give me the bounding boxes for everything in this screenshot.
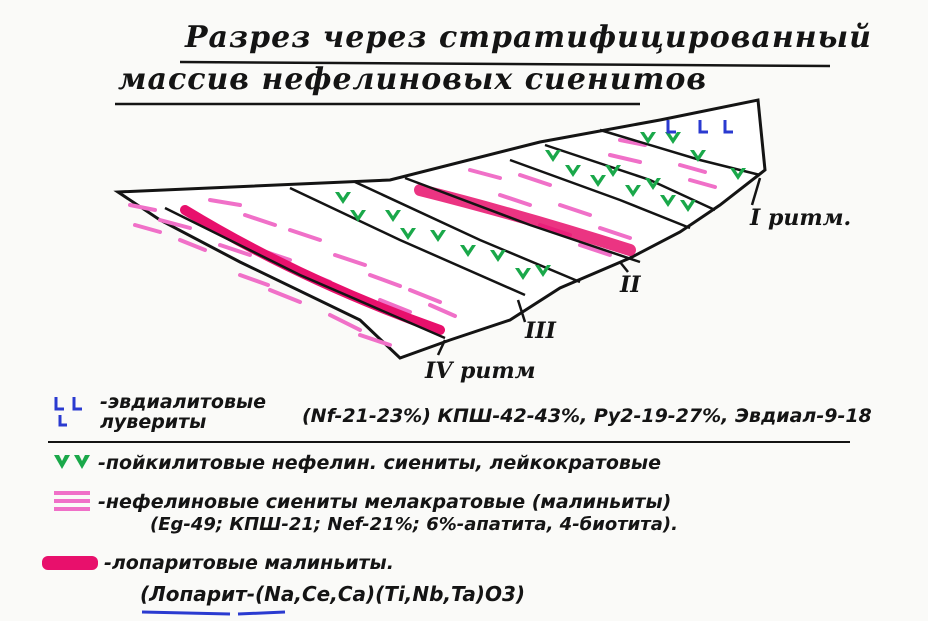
rhythm-label-2: II xyxy=(620,272,641,298)
rhythm-label-4: IV ритм xyxy=(425,358,536,384)
loparite-underline xyxy=(141,610,286,616)
legend-label-luvrite: -эвдиалитовые лувериты xyxy=(100,391,267,433)
magenta-band-lower xyxy=(180,205,445,335)
legend-label-loparite: -лопаритовые малиньиты. xyxy=(104,552,394,574)
rhythm-label-3: III xyxy=(525,318,556,344)
magenta-band-upper xyxy=(414,184,636,256)
legend-item-loparite: -лопаритовые малиньиты. xyxy=(40,550,394,576)
legend-item-luvrite: -эвдиалитовые лувериты xyxy=(52,392,300,432)
blue-l-zone xyxy=(666,120,733,134)
legend-label-poikilitic: -пойкилитовые нефелин. сиениты, лейкокра… xyxy=(98,452,661,474)
legend-separator xyxy=(48,441,850,443)
legend-item-malignite: -нефелиновые сиениты мелакратовые (малин… xyxy=(50,487,671,517)
diagram-title-line2: массив нефелиновых сиенитов xyxy=(118,62,708,97)
rhythm-label-1: I ритм. xyxy=(750,205,852,231)
layer-boundaries xyxy=(164,128,761,340)
pink-dash-zone xyxy=(128,138,717,347)
legend-label-malignite: -нефелиновые сиениты мелакратовые (малин… xyxy=(98,491,672,513)
pink-dash-symbol-icon xyxy=(54,491,90,511)
legend-item-poikilitic: -пойкилитовые нефелин. сиениты, лейкокра… xyxy=(50,451,661,475)
blue-l-symbol-icon xyxy=(54,397,82,427)
legend-detail-loparite: (Лопарит-(Na,Ce,Ca)(Ti,Nb,Ta)O3) xyxy=(140,582,526,606)
magenta-band-symbol-icon xyxy=(42,556,98,570)
title-underline-1 xyxy=(179,60,831,68)
rhythm-ticks xyxy=(436,177,762,356)
green-v-symbol-icon xyxy=(54,455,90,469)
legend-detail-malignite: (Eg-49; КПШ-21; Nef-21%; 6%-апатита, 4-б… xyxy=(150,514,678,535)
diagram-title-line1: Разрез через стратифицированный xyxy=(185,20,872,55)
green-v-zone xyxy=(335,132,746,280)
legend-detail-luvrite: (Nf-21-23%) КПШ-42-43%, Ру2-19-27%, Эвди… xyxy=(302,405,872,427)
